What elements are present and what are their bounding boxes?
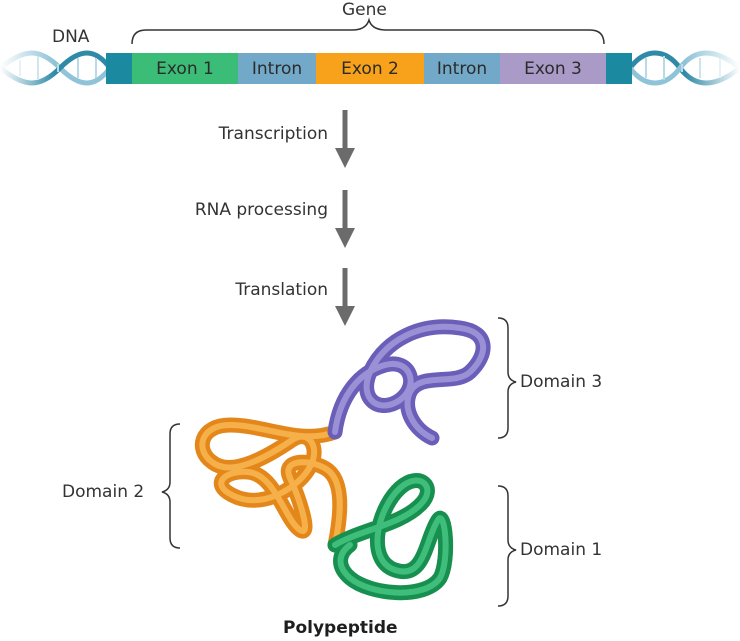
domain3-bracket (497, 317, 517, 439)
transcription-label: Transcription (218, 124, 328, 144)
polypeptide-domain3 (327, 319, 491, 446)
dna-helix-right (628, 40, 740, 96)
polypeptide-label: Polypeptide (283, 618, 398, 638)
intron-2-segment: Intron (424, 53, 500, 84)
exon-1-segment: Exon 1 (132, 53, 238, 84)
gene-bracket (131, 17, 605, 45)
domain2-label: Domain 2 (62, 482, 145, 502)
exon-2-segment: Exon 2 (316, 53, 424, 84)
polypeptide-domain1 (327, 473, 454, 601)
translation-label: Translation (235, 280, 328, 300)
domain2-bracket (161, 423, 181, 549)
domain3-label: Domain 3 (520, 372, 603, 392)
gene-label: Gene (342, 0, 387, 20)
dna-helix-left (0, 40, 112, 96)
gene-end-cap-left (106, 53, 132, 84)
exon-3-segment: Exon 3 (500, 53, 606, 84)
polypeptide-domain2 (194, 417, 348, 553)
dna-label: DNA (52, 27, 90, 47)
domain1-bracket (497, 485, 517, 607)
gene-end-cap-right (606, 53, 632, 84)
rna-processing-label: RNA processing (194, 200, 328, 220)
domain1-label: Domain 1 (520, 540, 603, 560)
intron-1-segment: Intron (238, 53, 316, 84)
